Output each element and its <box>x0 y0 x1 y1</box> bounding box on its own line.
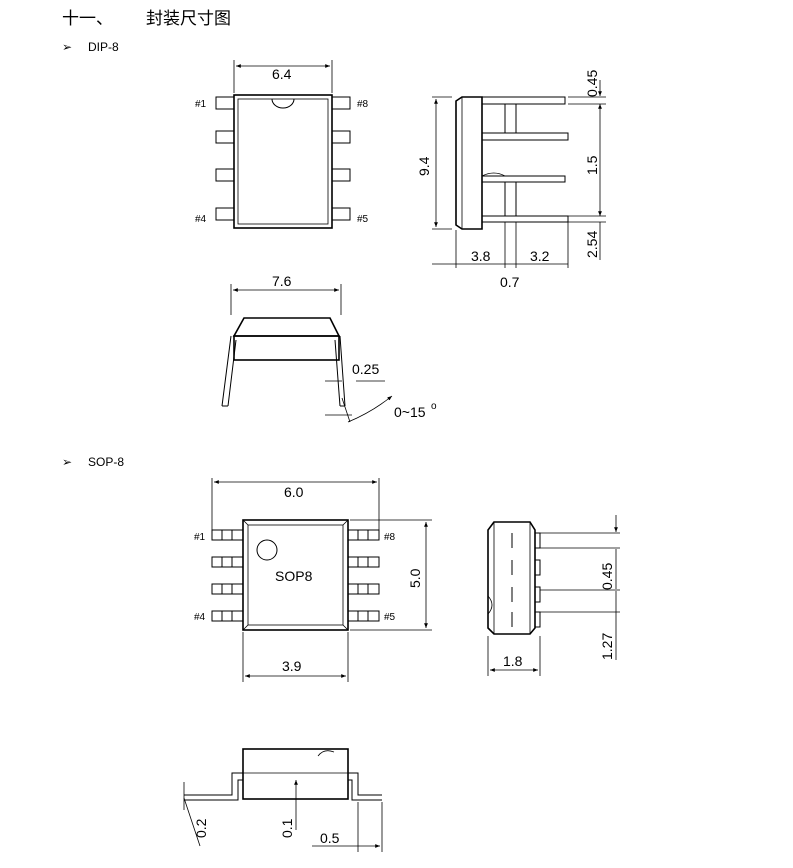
dip8-left-lead <box>221 335 237 407</box>
package-item-dip8: ➢ DIP-8 <box>62 40 119 54</box>
dip8-side-leads <box>482 96 569 223</box>
sop8-foot-thickness-label: 0.2 <box>193 818 209 838</box>
dip8-standoff-label: 0.7 <box>500 274 520 290</box>
sop8-end-view: 0.2 0.1 0.5 <box>183 748 383 852</box>
dip8-pin8-label: #8 <box>357 99 369 110</box>
dip8-end-body-top <box>232 317 341 337</box>
dip8-body-outline <box>233 94 333 229</box>
sop8-body-outline <box>242 519 349 631</box>
dip8-top-width-label: 6.4 <box>272 66 292 82</box>
sop8-pin1-label: #1 <box>194 532 206 543</box>
sop8-side-view: 0.45 1.27 1.8 <box>487 515 620 676</box>
package-name-dip8: DIP-8 <box>88 40 119 54</box>
dip8-pin5-label: #5 <box>357 214 369 225</box>
dip8-side-body <box>455 96 483 230</box>
sop8-top-view: 6.0 SOP8 #1 #4 #8 #5 5.0 <box>194 478 432 682</box>
sop8-body-label: SOP8 <box>275 568 313 584</box>
dip8-end-view: 7.6 0.25 0~15 o <box>221 273 437 423</box>
dip8-angle-label: 0~15 <box>394 404 426 420</box>
dip8-pin1-label: #1 <box>195 99 207 110</box>
sop8-left-leads <box>211 529 244 622</box>
dip8-notch <box>271 98 295 109</box>
dip8-lead-thickness-label: 0.25 <box>352 361 379 377</box>
sop8-right-leads <box>347 529 380 622</box>
section-number: 十一、 <box>62 9 113 29</box>
dip8-lead-length-label: 3.2 <box>530 248 550 264</box>
sop8-height-label: 1.8 <box>503 653 523 669</box>
dip8-side-view: 9.4 0.45 1.5 2.54 3.8 3.2 0.7 <box>416 70 606 290</box>
sop8-end-right-lead-bottom <box>348 779 382 801</box>
dip8-right-leads <box>332 96 351 221</box>
dip8-top-view: 6.4 #1 #4 #8 #5 <box>195 60 369 229</box>
dip8-row-spacing-label: 7.6 <box>272 273 292 289</box>
sop8-pitch-label: 1.27 <box>599 633 615 660</box>
dip8-body-inner <box>237 98 329 225</box>
sop8-side-leads <box>535 532 541 628</box>
sop8-end-left-lead-top <box>184 772 243 796</box>
section-title: 封装尺寸图 <box>146 9 231 29</box>
bullet-arrow-icon: ➢ <box>62 40 73 54</box>
sop8-pin1-dot <box>256 539 278 561</box>
sop8-foot-length-label: 0.5 <box>320 830 340 846</box>
dip8-pin4-label: #4 <box>195 214 207 225</box>
sop8-foot-thickness-dimension <box>183 797 201 847</box>
sop8-body-width-label: 3.9 <box>282 658 302 674</box>
sop8-standoff-label: 0.1 <box>279 818 295 838</box>
section-heading: 十一、 封装尺寸图 <box>62 4 231 29</box>
sop8-length-label: 5.0 <box>407 568 423 588</box>
dip8-right-lead <box>334 335 346 407</box>
sop8-width-label: 6.0 <box>284 484 304 500</box>
package-item-sop8: ➢ SOP-8 <box>62 455 124 469</box>
sop8-pin8-label: #8 <box>384 532 396 543</box>
sop8-pin5-label: #5 <box>384 612 396 623</box>
dip8-pitch-label: 2.54 <box>584 231 600 258</box>
sop8-end-right-lead-top <box>348 772 382 796</box>
dip8-angle-arc <box>347 395 393 423</box>
dip8-body-depth-label: 3.8 <box>471 248 491 264</box>
sop8-end-body <box>242 748 349 800</box>
dip8-height-label: 9.4 <box>416 156 432 176</box>
dip8-angle-unit: o <box>431 401 437 412</box>
dip8-lead-width-label: 0.45 <box>584 70 600 97</box>
dip8-left-leads <box>215 96 234 221</box>
sop8-end-left-lead-bottom <box>184 779 243 801</box>
package-name-sop8: SOP-8 <box>88 455 125 469</box>
sop8-lead-width-label: 0.45 <box>599 563 615 590</box>
dip8-lead-gap-label: 1.5 <box>584 155 600 175</box>
dip8-end-body <box>233 335 340 361</box>
bullet-arrow-icon: ➢ <box>62 455 73 469</box>
sop8-pin4-label: #4 <box>194 612 206 623</box>
